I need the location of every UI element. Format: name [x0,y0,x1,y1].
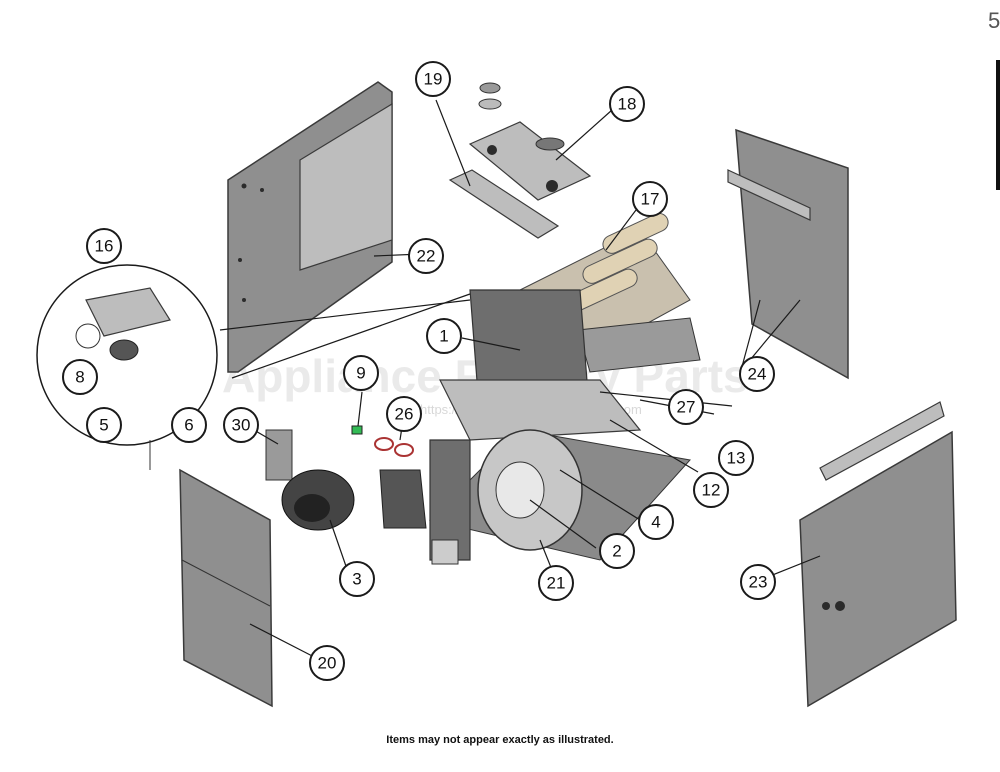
callout-6: 6 [171,407,207,443]
callout-5: 5 [86,407,122,443]
part-16-detail-circle [36,264,471,470]
svg-text:22: 22 [417,247,436,266]
disclaimer-caption: Items may not appear exactly as illustra… [386,734,614,746]
svg-text:21: 21 [547,574,566,593]
callout-3: 3 [339,561,375,597]
callout-9: 9 [343,355,379,391]
part-9-switch [351,425,363,435]
callout-8: 8 [62,359,98,395]
corner-page-mark: 5 [988,8,1000,33]
svg-text:18: 18 [618,95,637,114]
svg-text:2: 2 [612,542,621,561]
callout-16: 16 [86,228,122,264]
part-23-right-side-panel [799,401,957,708]
part-26-control-board [374,437,427,529]
callout-4: 4 [638,504,674,540]
svg-text:5: 5 [99,416,108,435]
svg-text:19: 19 [424,70,443,89]
part-20-lower-door [179,468,273,708]
svg-text:27: 27 [677,398,696,417]
svg-text:8: 8 [75,368,84,387]
callout-22: 22 [408,238,444,274]
callout-18: 18 [609,86,645,122]
svg-text:3: 3 [352,570,361,589]
svg-text:20: 20 [318,654,337,673]
svg-text:16: 16 [95,237,114,256]
callout-27: 27 [668,389,704,425]
svg-text:9: 9 [356,364,365,383]
callout-20: 20 [309,645,345,681]
svg-text:17: 17 [641,190,660,209]
callout-21: 21 [538,565,574,601]
svg-text:23: 23 [749,573,768,592]
svg-text:4: 4 [651,513,660,532]
svg-text:1: 1 [439,327,448,346]
callout-26: 26 [386,396,422,432]
callout-2: 2 [599,533,635,569]
svg-text:24: 24 [748,365,767,384]
svg-text:13: 13 [727,449,746,468]
part-22-left-side-panel [227,81,393,373]
callout-30: 30 [223,407,259,443]
svg-text:30: 30 [232,416,251,435]
furnace-body [429,289,691,565]
corner-bar [996,60,1000,190]
callout-12: 12 [693,472,729,508]
callout-13: 13 [718,440,754,476]
part-30-gas-valve [265,429,293,481]
part-18-top-plate [468,82,592,201]
callout-19: 19 [415,61,451,97]
part-3-inducer-motor [281,469,355,531]
svg-text:12: 12 [702,481,721,500]
part-24-upper-door [727,128,849,380]
callout-17: 17 [632,181,668,217]
svg-text:26: 26 [395,405,414,424]
callout-24: 24 [739,356,775,392]
callout-1: 1 [426,318,462,354]
svg-text:6: 6 [184,416,193,435]
callout-23: 23 [740,564,776,600]
